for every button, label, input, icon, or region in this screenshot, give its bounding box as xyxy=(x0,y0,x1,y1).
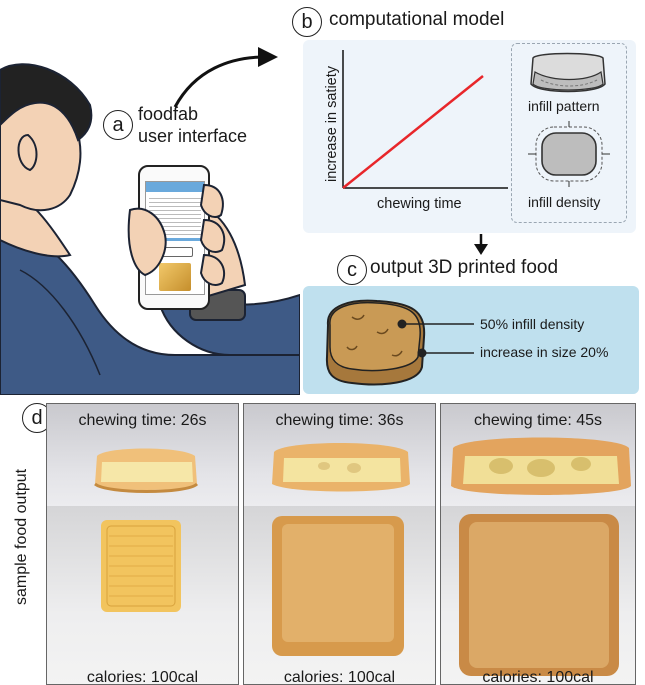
infill-density-label: infill density xyxy=(528,194,601,210)
sample-cell-2: chewing time: 36s calories: 100cal xyxy=(243,403,436,685)
top-view-photo-3 xyxy=(441,506,635,684)
calories-3: calories: 100cal xyxy=(482,669,594,685)
label-b: b xyxy=(292,7,322,37)
sample-food-output-label: sample food output xyxy=(13,468,30,605)
phone-3d-preview xyxy=(159,263,191,291)
down-arrow xyxy=(474,234,488,255)
top-view-photo-2 xyxy=(244,506,435,684)
fingers-illustration xyxy=(199,183,226,286)
chew-time-3: chewing time: 45s xyxy=(473,412,603,429)
printed-food-icon xyxy=(325,299,427,386)
x-axis-label: chewing time xyxy=(377,196,462,212)
c-title: output 3D printed food xyxy=(370,257,559,278)
callout-lines xyxy=(402,323,474,354)
y-axis-label: increase in satiety xyxy=(324,65,340,183)
cross-section-photo-1 xyxy=(47,404,238,506)
chew-time-2: chewing time: 36s xyxy=(275,412,404,429)
infill-pattern-icon xyxy=(530,52,606,93)
phone-slider xyxy=(149,238,201,241)
a-title-line2: user interface xyxy=(138,126,248,146)
thumb-illustration xyxy=(127,207,167,277)
label-a: a xyxy=(103,110,133,140)
sample-cell-1: chewing time: 26s calories: 100cal xyxy=(46,403,239,685)
chew-time-1: chewing time: 26s xyxy=(78,412,207,429)
phone-app-header xyxy=(146,182,204,192)
label-c: c xyxy=(337,255,367,285)
satiety-line xyxy=(342,75,484,189)
note-infill-density: 50% infill density xyxy=(480,316,585,332)
cross-section-photo-3 xyxy=(441,404,635,506)
a-title-line1: foodfab xyxy=(138,104,199,124)
infill-pattern-label: infill pattern xyxy=(528,98,600,114)
cross-section-photo-2 xyxy=(244,404,435,506)
top-view-photo-1 xyxy=(47,506,238,684)
curved-arrow xyxy=(173,47,278,108)
note-size-increase: increase in size 20% xyxy=(480,344,609,360)
infill-options-box xyxy=(511,43,627,223)
phone-device xyxy=(138,165,210,310)
b-title: computational model xyxy=(329,9,505,30)
infill-density-icon xyxy=(528,121,610,187)
calories-1: calories: 100cal xyxy=(86,669,199,685)
sample-cell-3: chewing time: 45s calories: 100cal xyxy=(440,403,636,685)
calories-2: calories: 100cal xyxy=(283,669,396,685)
satiety-chart xyxy=(342,50,508,189)
